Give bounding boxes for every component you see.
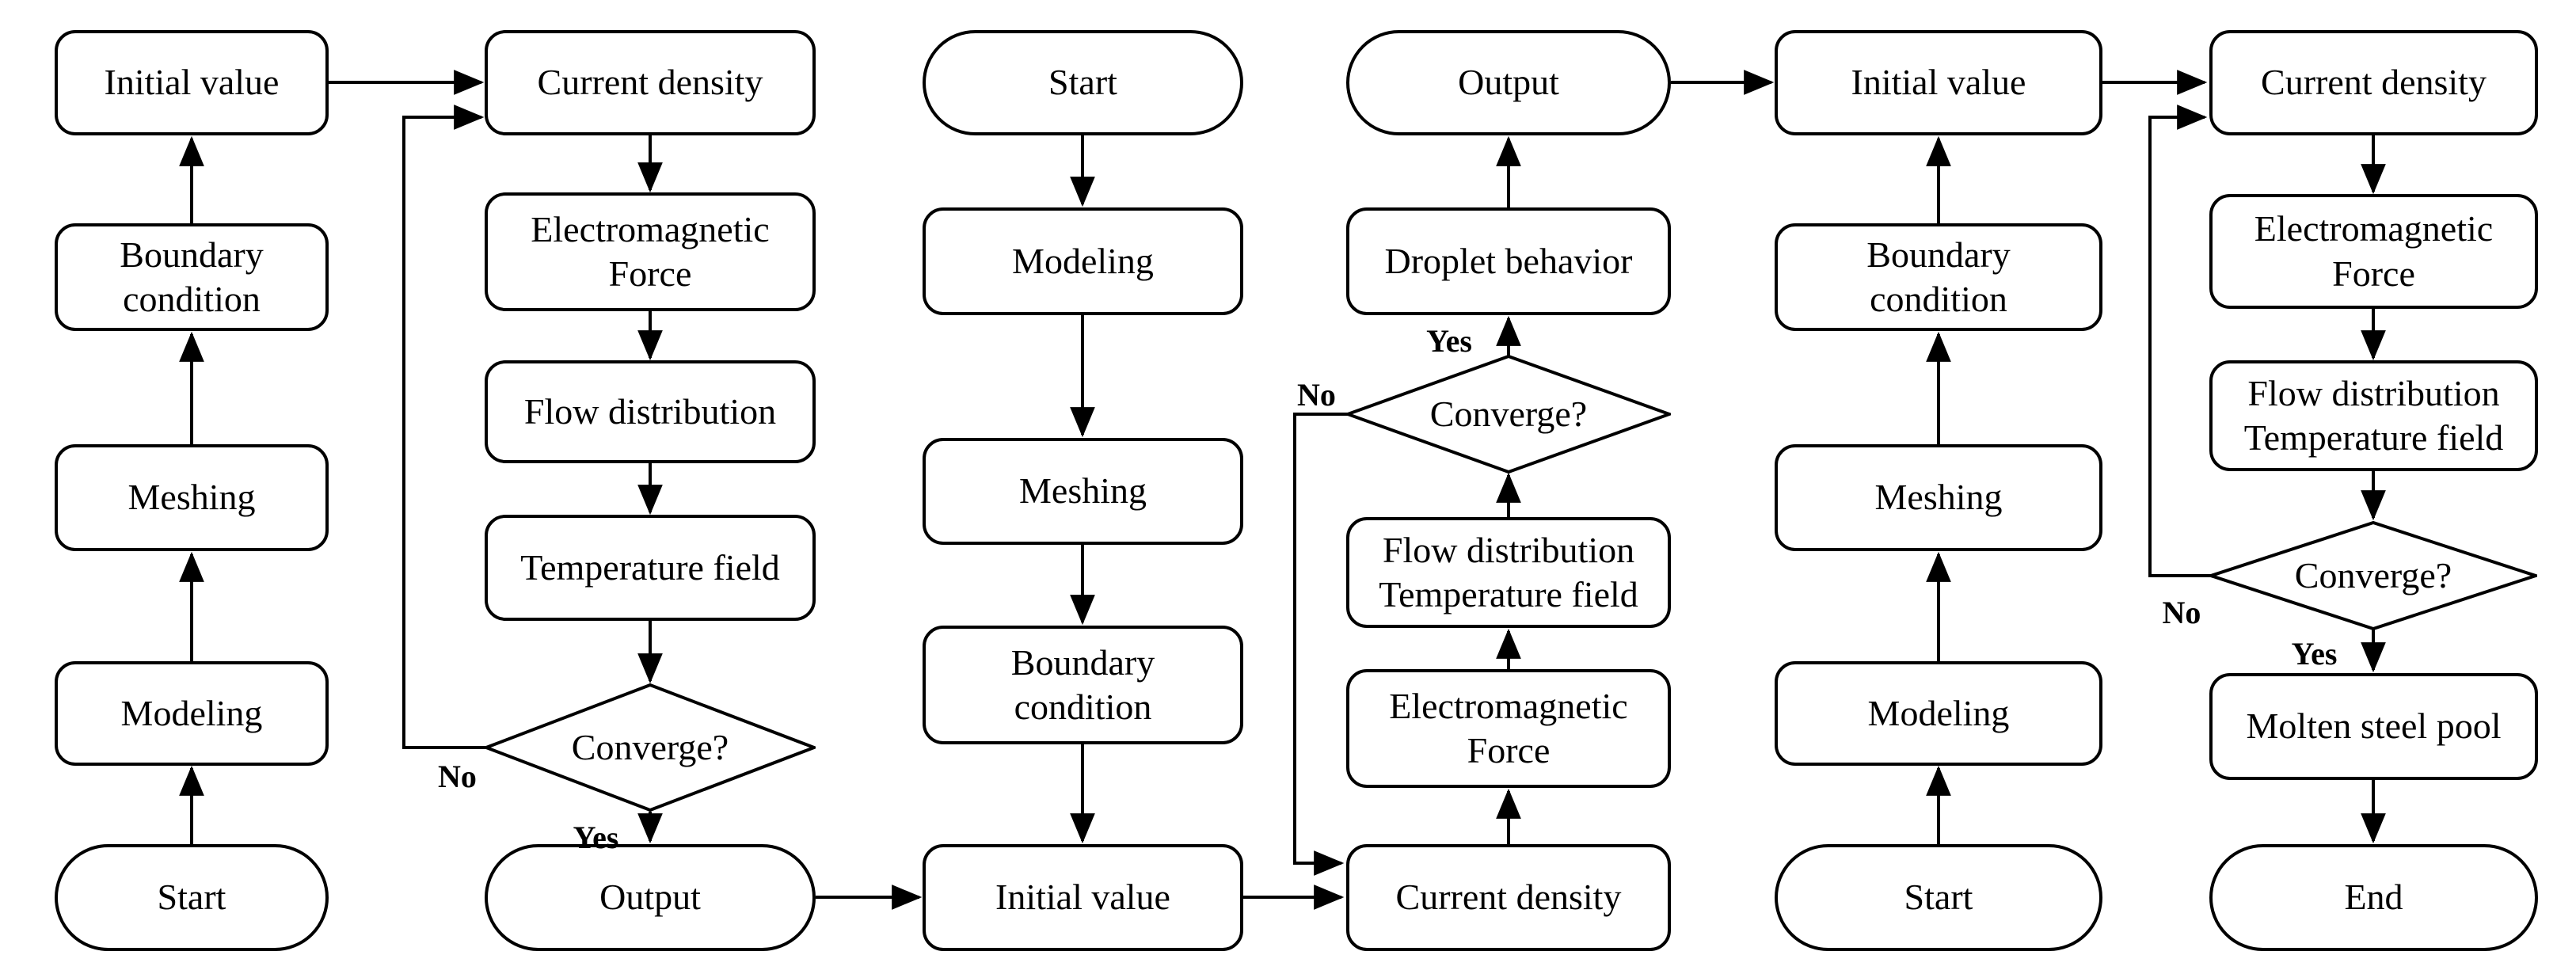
node-label: Initial value [995, 877, 1170, 918]
node-label: Current density [1395, 877, 1622, 918]
node-current-density-1: Current density [485, 30, 816, 135]
node-flow-temp-field-2: Flow distribution Temperature field [2209, 360, 2538, 471]
node-boundary-condition-3: Boundary condition [1775, 223, 2102, 331]
node-label: Current density [2261, 62, 2487, 103]
node-label: Boundary condition [1866, 234, 2011, 319]
node-initial-value-3: Initial value [1775, 30, 2102, 135]
node-boundary-condition-1: Boundary condition [55, 223, 329, 331]
node-output-2: Output [1346, 30, 1671, 135]
diamond-shape [1346, 355, 1671, 474]
node-modeling-2: Modeling [923, 207, 1243, 315]
node-label: End [2344, 877, 2403, 918]
node-label: Start [157, 877, 226, 918]
arrow-converge2-current2-no-loop [1293, 413, 1348, 876]
node-label: Electromagnetic Force [531, 208, 770, 294]
node-flow-distribution-1: Flow distribution [485, 360, 816, 463]
node-label: Initial value [104, 62, 280, 103]
node-label: Boundary condition [1010, 641, 1155, 727]
node-start-3: Start [1775, 844, 2102, 951]
node-output-1: Output [485, 844, 816, 951]
node-label: Meshing [127, 477, 256, 518]
diamond-shape [485, 683, 816, 812]
node-label: Modeling [1012, 240, 1154, 281]
node-label: Boundary condition [120, 234, 264, 319]
arrow-converge1-current1-no-loop [402, 105, 486, 749]
node-initial-value-1: Initial value [55, 30, 329, 135]
node-label: Molten steel pool [2246, 706, 2502, 747]
node-label: Start [1904, 877, 1973, 918]
branch-label-no-2: No [1297, 376, 1336, 413]
branch-label-no-3: No [2162, 594, 2201, 630]
node-label: Converge? [571, 726, 729, 767]
node-label: Flow distribution Temperature field [1379, 529, 1638, 614]
node-current-density-3: Current density [2209, 30, 2538, 135]
branch-label-yes-1: Yes [573, 819, 619, 855]
branch-label-yes-3: Yes [2291, 635, 2338, 672]
node-electromagnetic-force-2: Electromagnetic Force [1346, 669, 1671, 788]
node-label: Electromagnetic Force [1389, 685, 1628, 770]
node-meshing-2: Meshing [923, 438, 1243, 545]
node-label: Meshing [1019, 470, 1147, 512]
node-label: Temperature field [520, 546, 780, 588]
node-converge-1: Converge? [485, 683, 816, 812]
node-meshing-3: Meshing [1775, 444, 2102, 551]
node-label: Converge? [1429, 393, 1588, 434]
node-label: Output [599, 877, 701, 918]
node-flow-temp-field-1: Flow distribution Temperature field [1346, 517, 1671, 628]
branch-label-no-1: No [438, 758, 477, 794]
node-modeling-1: Modeling [55, 661, 329, 766]
node-label: Start [1048, 62, 1117, 103]
node-label: Current density [537, 62, 763, 103]
node-label: Droplet behavior [1384, 240, 1633, 281]
node-boundary-condition-2: Boundary condition [923, 626, 1243, 744]
node-label: Initial value [1851, 62, 2026, 103]
node-electromagnetic-force-3: Electromagnetic Force [2209, 194, 2538, 309]
node-label: Modeling [1867, 692, 2010, 733]
node-label: Modeling [120, 692, 263, 733]
node-initial-value-2: Initial value [923, 844, 1243, 951]
node-start-1: Start [55, 844, 329, 951]
node-label: Output [1458, 62, 1559, 103]
arrow-converge3-current3-no-loop [2148, 105, 2211, 577]
node-molten-steel-pool-1: Molten steel pool [2209, 673, 2538, 780]
node-current-density-2: Current density [1346, 844, 1671, 951]
node-meshing-1: Meshing [55, 444, 329, 551]
node-converge-3: Converge? [2209, 521, 2537, 630]
node-label: Flow distribution [523, 390, 777, 432]
node-label: Converge? [2294, 554, 2452, 595]
diamond-shape [2209, 521, 2537, 630]
node-start-2: Start [923, 30, 1243, 135]
node-droplet-behavior-1: Droplet behavior [1346, 207, 1671, 315]
node-temperature-field-1: Temperature field [485, 515, 816, 621]
branch-label-yes-2: Yes [1426, 322, 1472, 359]
node-modeling-3: Modeling [1775, 661, 2102, 766]
node-label: Flow distribution Temperature field [2243, 372, 2504, 458]
node-converge-2: Converge? [1346, 355, 1671, 474]
node-label: Electromagnetic Force [2254, 208, 2494, 294]
node-end-1: End [2209, 844, 2538, 951]
node-electromagnetic-force-1: Electromagnetic Force [485, 192, 816, 311]
node-label: Meshing [1874, 477, 2003, 518]
